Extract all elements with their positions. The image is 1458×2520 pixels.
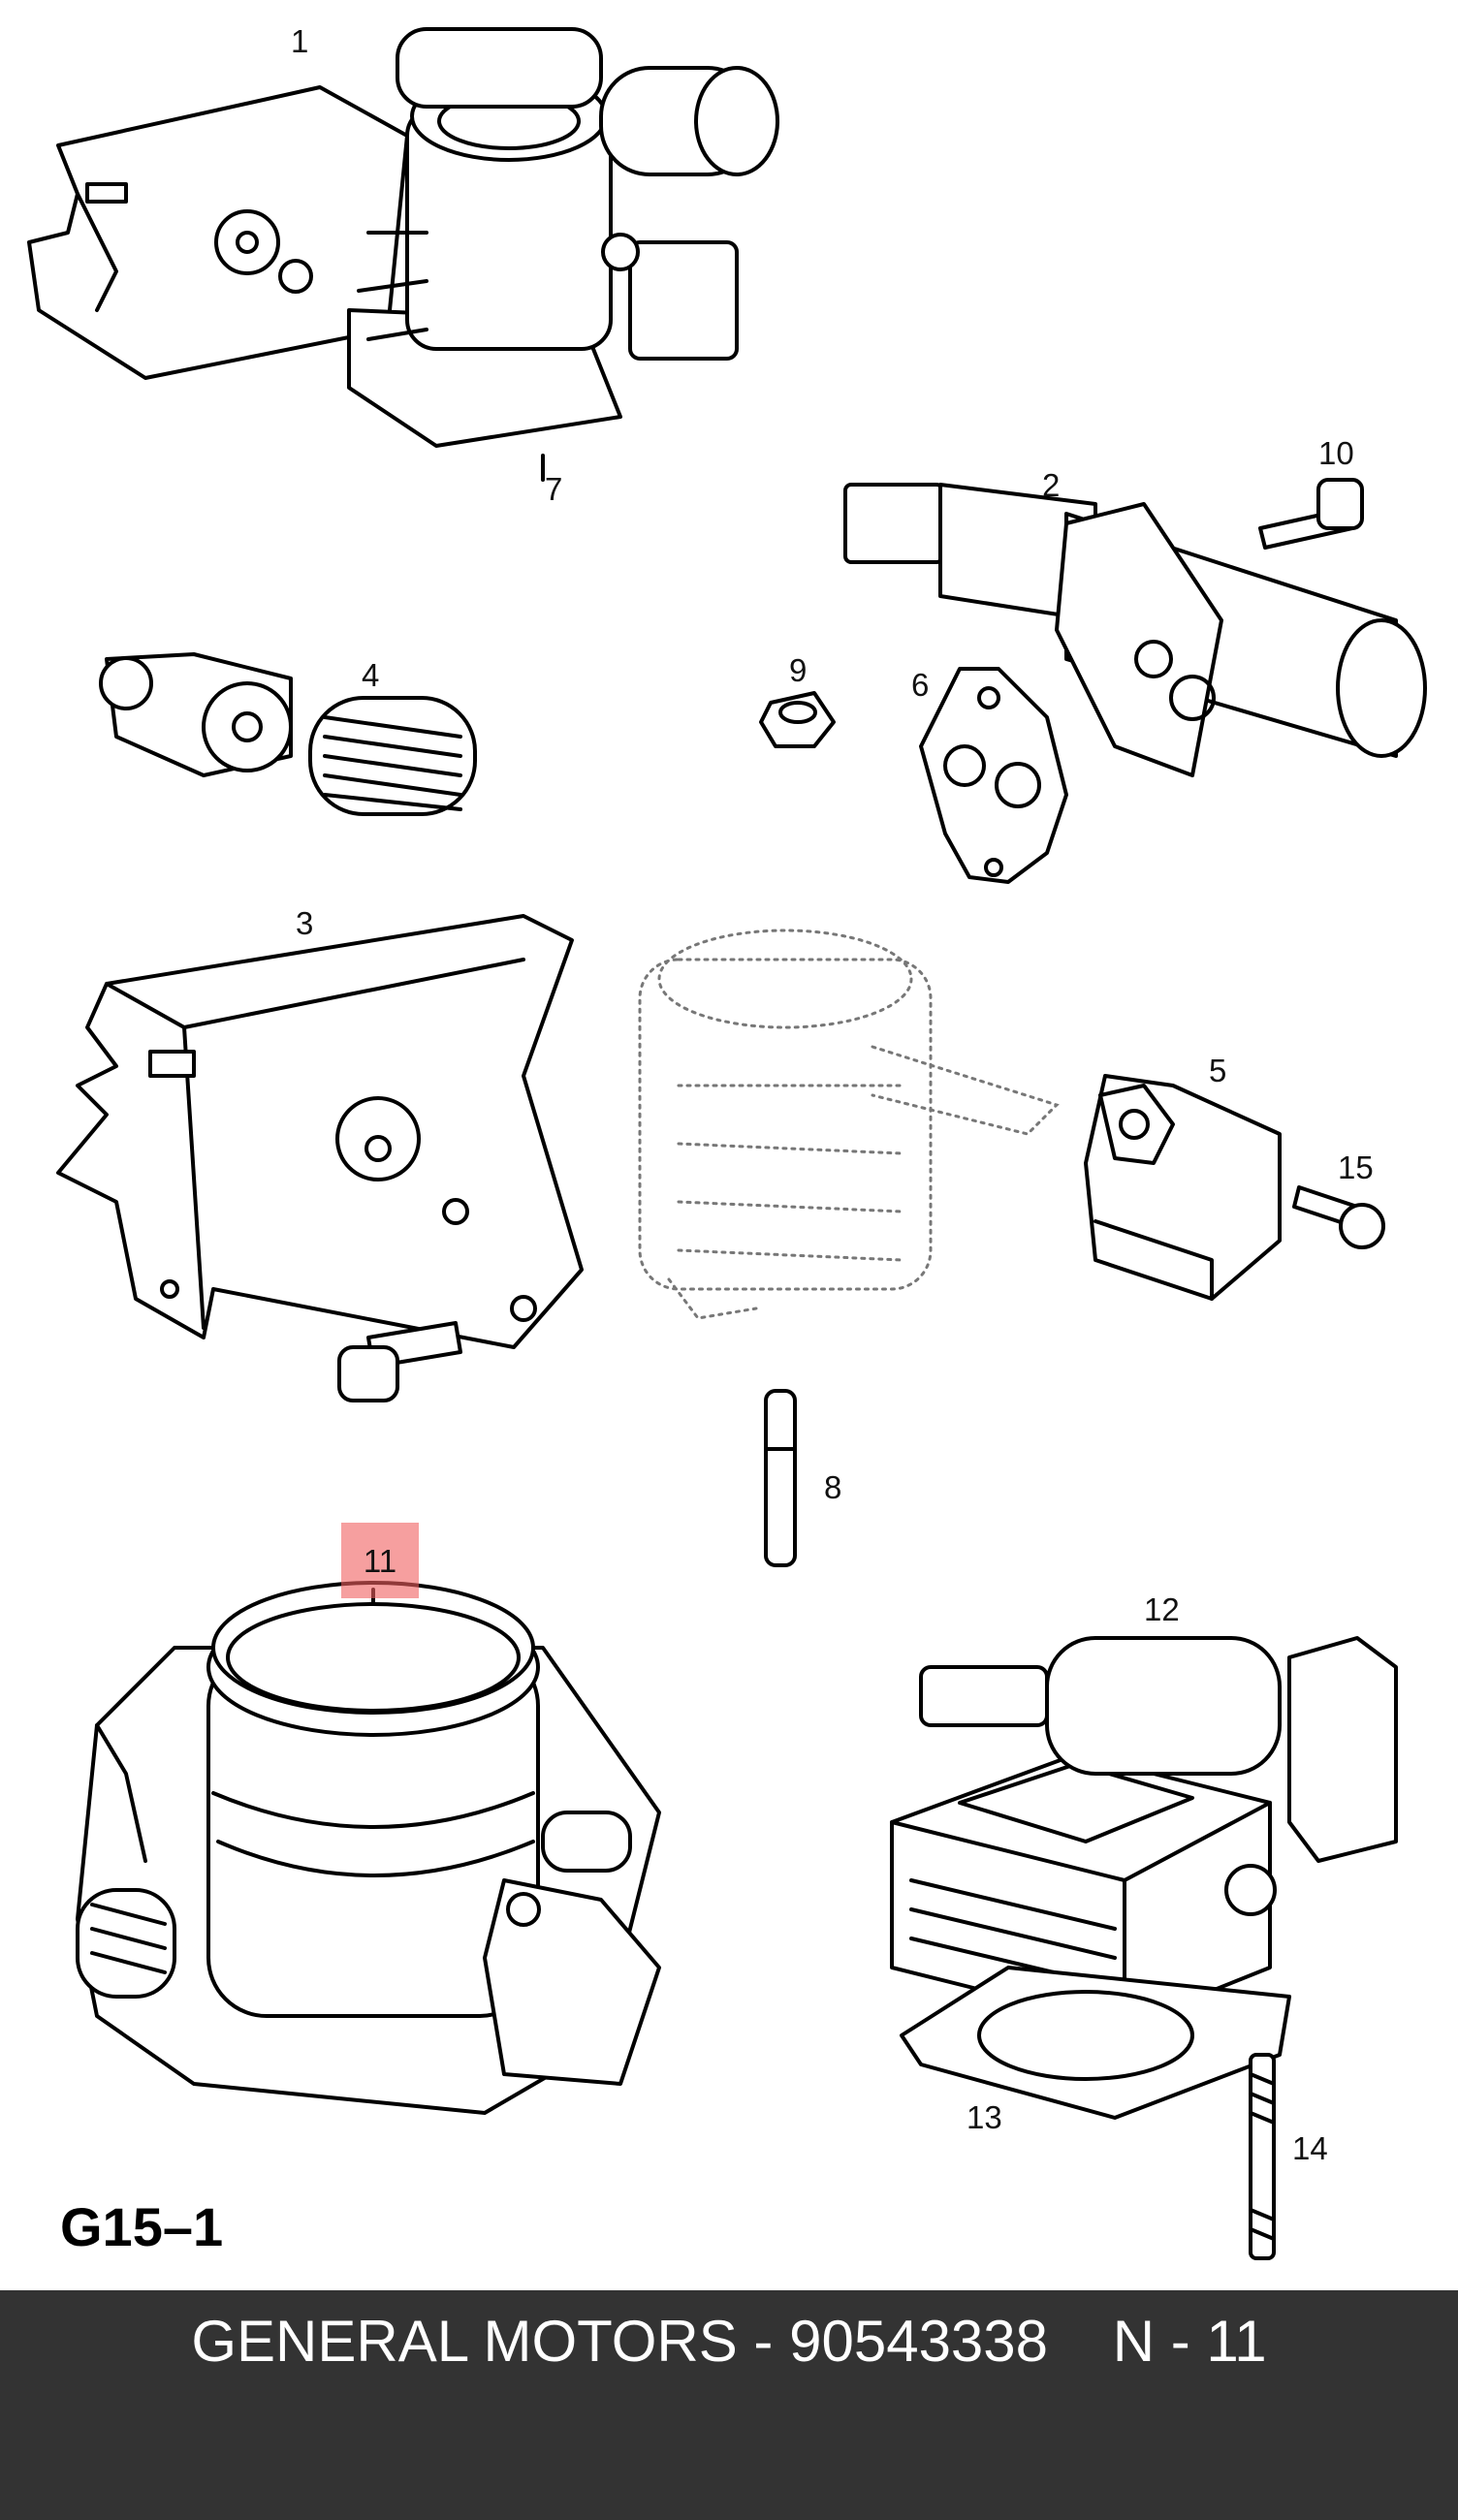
callout-15: 15 <box>1338 1150 1374 1185</box>
part-11-throttle-body <box>76 1581 661 2115</box>
part-4-spring <box>99 652 477 816</box>
diagram-drawing <box>27 27 1427 2260</box>
callout-7: 7 <box>545 471 563 507</box>
callout-1: 1 <box>291 23 309 59</box>
part-1-throttle-body-assembly <box>27 27 779 448</box>
part-5-sensor <box>1084 1074 1282 1301</box>
callout-13: 13 <box>967 2099 1002 2135</box>
callout-6: 6 <box>911 667 930 703</box>
part-15-screw <box>1292 1185 1385 1249</box>
part-2-idle-air-valve <box>843 483 1427 777</box>
callout-4: 4 <box>362 657 380 693</box>
bracket-screw <box>337 1321 462 1402</box>
part-6-gasket <box>919 667 1068 884</box>
parts-diagram: 1 2 3 4 5 6 7 8 9 10 11 12 13 14 15 G15–… <box>27 23 1427 2260</box>
part-12-throttle-body <box>890 1636 1398 2028</box>
part-8-pin <box>764 1389 797 1567</box>
part-9-nut <box>759 691 836 748</box>
callout-9: 9 <box>789 652 808 688</box>
callout-8: 8 <box>824 1469 842 1505</box>
callout-5: 5 <box>1209 1053 1227 1088</box>
part-10-screw <box>1258 478 1364 550</box>
part-14-stud <box>1249 2053 1276 2260</box>
part-3-bracket <box>56 914 584 1349</box>
callout-12: 12 <box>1144 1591 1180 1627</box>
callout-3: 3 <box>296 905 314 941</box>
part-13-gasket <box>900 1966 1291 2120</box>
callout-14: 14 <box>1292 2130 1328 2166</box>
ghost-throttle-outline <box>638 929 1060 1320</box>
callout-10: 10 <box>1318 435 1354 471</box>
callout-11-highlighted: 11 <box>341 1523 419 1598</box>
callout-2: 2 <box>1042 467 1061 503</box>
diagram-code-label: G15–1 <box>60 2196 224 2257</box>
footer-part-number: GENERAL MOTORS - 90543338 N - 11 <box>191 2309 1267 2374</box>
footer-bar <box>0 2290 1458 2520</box>
